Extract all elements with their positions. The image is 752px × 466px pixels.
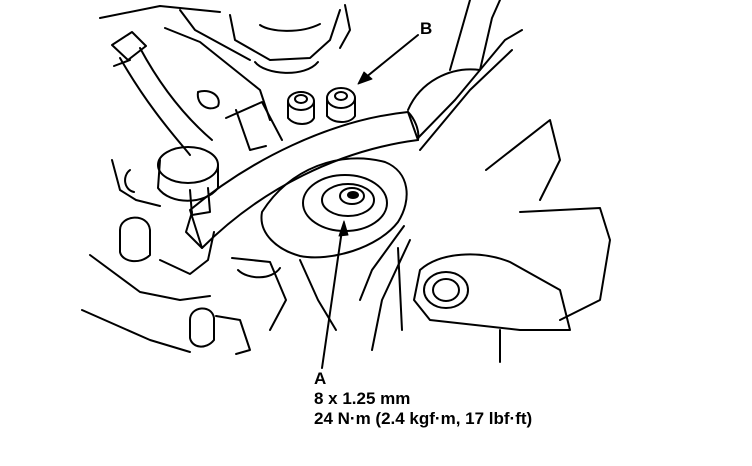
pulley-assembly: [260, 157, 408, 259]
bolt-thread-spec: 8 x 1.25 mm: [314, 389, 411, 408]
callout-label-b: B: [420, 19, 433, 38]
bolt-b-left: [287, 91, 315, 125]
engine-housing-upper: [99, 4, 351, 151]
callout-label-a: A: [314, 369, 327, 388]
drive-belt: [359, 29, 523, 351]
bolt-b-right: [326, 87, 356, 123]
bolt-torque-spec: 24 N·m (2.4 kgf·m, 17 lbf·ft): [314, 409, 533, 428]
engine-housing-lower: [81, 159, 337, 355]
hose-fitting: [157, 146, 219, 216]
leader-a: [321, 220, 349, 369]
bracket-b: [185, 111, 420, 249]
engine-housing-right: [407, 0, 611, 363]
coolant-hose: [111, 31, 213, 156]
leader-b: [357, 34, 419, 85]
